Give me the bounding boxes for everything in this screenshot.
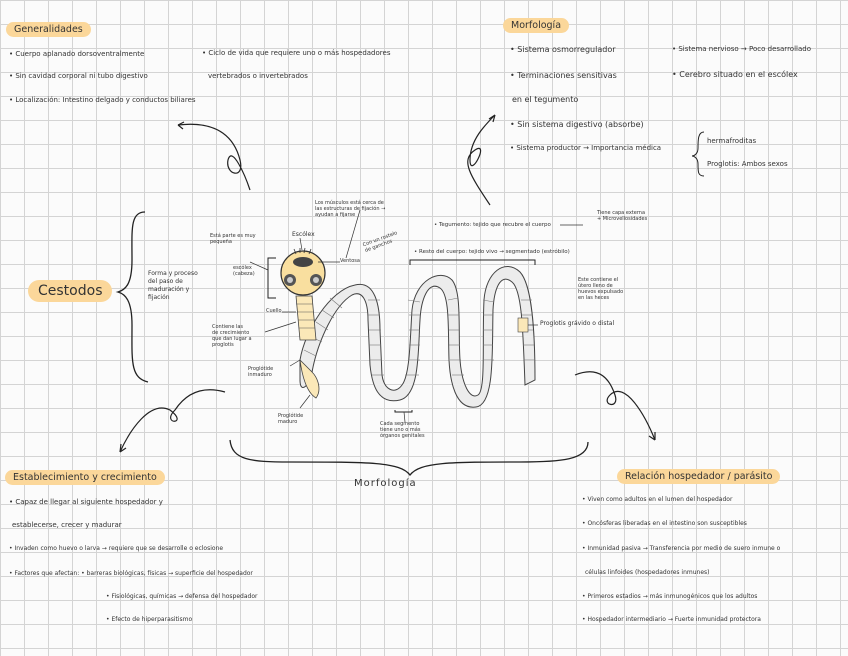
left-brace xyxy=(115,211,149,383)
arrow-relacion xyxy=(574,371,656,441)
relacion-item: • Viven como adultos en el lumen del hos… xyxy=(582,496,733,503)
generalidades-item: vertebrados o invertebrados xyxy=(208,72,308,80)
generalidades-item: • Sin cavidad corporal ni tubo digestivo xyxy=(9,72,148,80)
generalidades-item: • Localización: Intestino delgado y cond… xyxy=(9,96,196,104)
relacion-item: • Primeros estadios → más inmunogénicos … xyxy=(582,593,758,600)
morfologia-branch: hermafroditas xyxy=(707,137,757,145)
establecimiento-item: • Capaz de llegar al siguiente hospedado… xyxy=(9,498,163,506)
relacion-item: células linfoides (hospedadores inmunes) xyxy=(585,569,710,576)
label-proglotis-gravido: Proglotis grávido o distal xyxy=(540,320,615,327)
morfologia-item: en el tegumento xyxy=(512,95,579,104)
relacion-title: Relación hospedador / parásito xyxy=(617,469,781,484)
label-escolex-cabeza: escólex(cabeza) xyxy=(233,265,255,277)
morfologia-item: • Cerebro situado en el escólex xyxy=(672,70,798,79)
morfologia-bottom-label: Morfología xyxy=(354,478,417,489)
morfologia-title: Morfología xyxy=(503,18,570,33)
establecimiento-title: Establecimiento y crecimiento xyxy=(5,470,165,485)
label-tegumento: • Tegumento: tejido que recubre el cuerp… xyxy=(434,222,551,228)
relacion-item: • Hospedador intermediario → Fuerte inmu… xyxy=(582,616,761,623)
morfologia-branch: Proglotis: Ambos sexos xyxy=(707,160,788,168)
morfologia-item: • Sistema productor → Importancia médica xyxy=(510,144,662,152)
generalidades-item: • Ciclo de vida que requiere uno o más h… xyxy=(202,49,391,57)
label-ventosa: Ventosa xyxy=(340,258,360,264)
label-escolex: Escólex xyxy=(292,231,315,238)
morfologia-item: • Sistema osmorregulador xyxy=(510,45,616,54)
morfologia-item: • Sin sistema digestivo (absorbe) xyxy=(510,120,644,129)
arrow-generalidades xyxy=(177,123,251,191)
arrow-morfologia xyxy=(467,114,496,206)
arrow-establecimiento xyxy=(119,389,226,453)
generalidades-title: Generalidades xyxy=(6,22,91,37)
cestodos-title: Cestodos xyxy=(28,280,113,302)
bottom-brace xyxy=(229,439,589,477)
relacion-item: • Inmunidad pasiva → Transferencia por m… xyxy=(582,545,781,552)
label-estrobilo: • Resto del cuerpo: tejido vivo → segmen… xyxy=(414,249,570,255)
establecimiento-item: • Factores que afectan: • barreras bioló… xyxy=(9,570,253,577)
label-tegumento-side: Tiene capa externa+ Microvellosidades xyxy=(597,210,648,222)
morfologia-item: • Terminaciones sensitivas xyxy=(510,71,617,80)
relacion-item: • Oncósferas liberadas en el intestino s… xyxy=(582,520,747,527)
establecimiento-item: • Efecto de hiperparasitismo xyxy=(106,616,193,623)
establecimiento-item: • Invaden como huevo o larva → requiere … xyxy=(9,545,224,552)
establecimiento-item: • Fisiológicas, químicas → defensa del h… xyxy=(106,593,258,600)
establecimiento-item: establecerse, crecer y madurar xyxy=(12,521,122,529)
generalidades-item: • Cuerpo aplanado dorsoventralmente xyxy=(9,50,145,58)
morfologia-item: • Sistema nervioso → Poco desarrollado xyxy=(672,45,811,53)
label-cuello: Cuello xyxy=(266,308,282,314)
